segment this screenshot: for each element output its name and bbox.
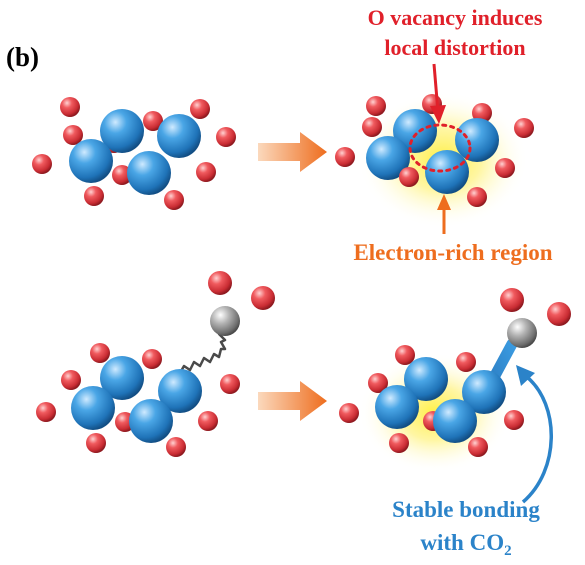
oxygen-atom — [362, 117, 382, 137]
oxygen-atom — [335, 147, 355, 167]
oxygen-atom — [61, 370, 81, 390]
oxygen-atom — [63, 125, 83, 145]
oxygen-atom — [368, 373, 388, 393]
bonding-pointer-arrow-head — [516, 365, 535, 386]
metal-atom — [433, 399, 477, 443]
oxygen-atom — [389, 433, 409, 453]
bonding-annotation-line2: with CO2 — [420, 530, 511, 559]
metal-atom — [366, 136, 410, 180]
oxygen-atom — [456, 352, 476, 372]
metal-atom — [404, 357, 448, 401]
oxygen-atom — [164, 190, 184, 210]
vacancy-annotation-line2: local distortion — [384, 35, 525, 60]
oxygen-atom — [468, 437, 488, 457]
oxygen-atom — [399, 167, 419, 187]
oxygen-atom — [208, 271, 232, 295]
bonding-annotation-subscript: 2 — [504, 543, 512, 559]
weak-interaction-cluster — [36, 271, 275, 457]
metal-atom — [157, 114, 201, 158]
weak-interaction-squiggle — [178, 329, 227, 374]
metal-atom — [158, 369, 202, 413]
metal-atom — [425, 150, 469, 194]
oxygen-atom — [112, 165, 132, 185]
oxygen-atom — [143, 111, 163, 131]
metal-atom — [129, 399, 173, 443]
oxygen-atom — [339, 403, 359, 423]
metal-atom — [69, 139, 113, 183]
oxygen-atom — [190, 99, 210, 119]
oxygen-atom — [395, 345, 415, 365]
oxygen-atom — [84, 186, 104, 206]
metal-atom — [462, 370, 506, 414]
process-arrow-top — [258, 132, 327, 172]
oxygen-atom — [60, 97, 80, 117]
bonding-annotation-prefix: with CO — [420, 530, 504, 555]
vacancy-pointer-arrow-head — [430, 105, 446, 124]
metal-atom — [455, 118, 499, 162]
oxygen-atom — [500, 288, 524, 312]
metal-atom — [375, 385, 419, 429]
oxygen-atom — [495, 158, 515, 178]
carbon-atom — [210, 306, 240, 336]
oxygen-atom — [514, 118, 534, 138]
oxygen-atom — [547, 302, 571, 326]
panel-label: (b) — [6, 42, 39, 72]
oxygen-atom — [251, 286, 275, 310]
stable-bonding-cluster — [339, 288, 571, 473]
oxygen-atom — [142, 349, 162, 369]
metal-atom — [71, 386, 115, 430]
oxygen-atom — [32, 154, 52, 174]
oxygen-atom — [86, 433, 106, 453]
metal-atom — [100, 356, 144, 400]
vacancy-site-dashed-circle — [408, 123, 472, 173]
vacancy-annotation-line1: O vacancy induces — [368, 5, 543, 30]
metal-atom — [127, 151, 171, 195]
oxygen-atom — [36, 402, 56, 422]
oxygen-atom — [196, 162, 216, 182]
oxygen-atom — [366, 96, 386, 116]
process-arrow-bottom — [258, 381, 327, 421]
electron-pointer-arrow-head — [437, 194, 451, 210]
carbon-atom — [507, 318, 537, 348]
vacancy-pointer-arrow-line — [432, 63, 440, 113]
oxygen-atom — [216, 127, 236, 147]
metal-atom — [100, 109, 144, 153]
metal-atom — [393, 109, 437, 153]
oxygen-atom — [467, 187, 487, 207]
oxygen-atom — [198, 411, 218, 431]
electron-rich-label: Electron-rich region — [353, 240, 552, 265]
bonding-annotation-line1: Stable bonding — [392, 497, 540, 522]
oxygen-atom — [166, 437, 186, 457]
oxygen-atom — [504, 410, 524, 430]
oxygen-atom — [90, 343, 110, 363]
oxygen-atom — [220, 374, 240, 394]
pristine-cluster — [32, 97, 236, 210]
bonding-pointer-arrow-line — [521, 375, 553, 504]
